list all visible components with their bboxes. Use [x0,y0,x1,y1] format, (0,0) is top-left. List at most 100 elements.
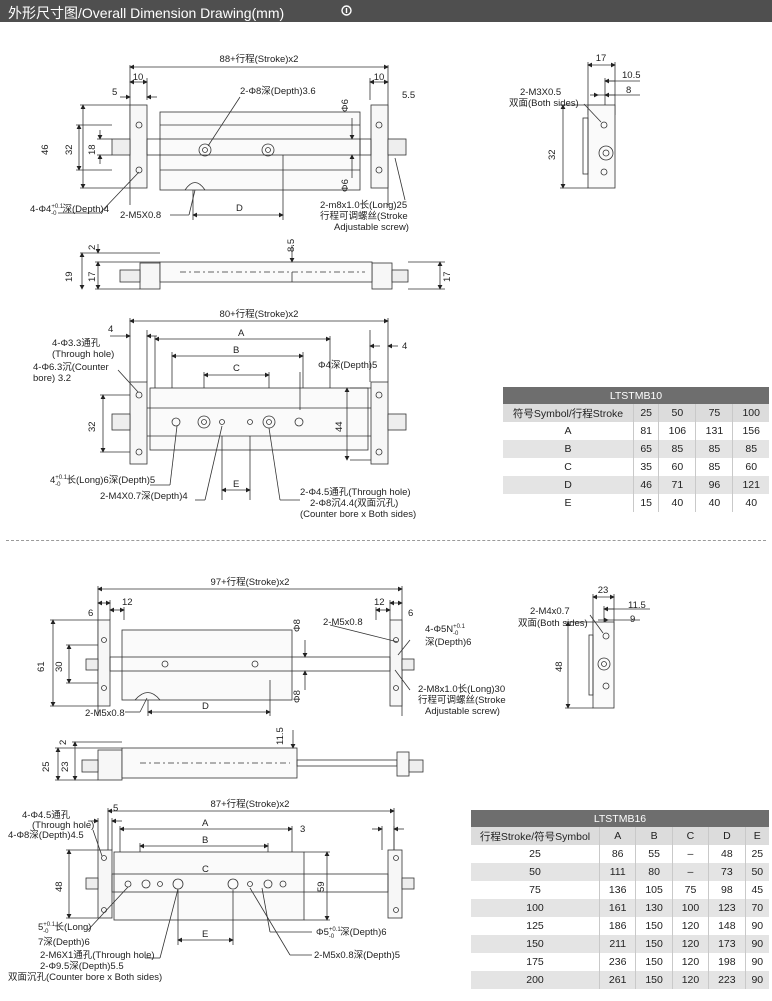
mb16-top-overall: 87+行程(Stroke)x2 [211,798,290,810]
table-cell: 236 [598,953,636,971]
table-cell: 161 [598,899,636,917]
table-cell: 106 [658,422,696,440]
mb10-screw-label-2: 行程可调螺丝(Stroke [320,210,408,222]
mb16-screw-label-3: Adjustable screw) [425,706,500,717]
mb16-end-both-label: 双面(Both sides) [518,618,588,629]
table-cell: 85 [732,440,769,458]
mb16-dim-D: D [202,701,209,712]
table-cell: 71 [658,476,696,494]
dimension-label: -0 [329,934,335,940]
table-cell: 98 [708,881,746,899]
table-cell: 40 [695,494,733,512]
mb16-side-dim-2: 2 [58,740,69,745]
table-cell: 35 [632,458,659,476]
mb10-counterbore-label-2: bore) 3.2 [33,373,71,384]
table-cell: 50 [471,863,600,881]
mb16-m5-top-label: 2-M5x0.8 [323,617,363,628]
mb16-through45-label-1: 4-Φ4.5通孔 [22,810,71,821]
mb10-phi4-label: Φ4深(Depth)5 [318,360,377,371]
dimension-label: +0.1 [329,927,342,933]
mb16-through45-label-2: (Through hole) [32,820,94,831]
mb16-dim-6b: 6 [408,608,413,619]
mb10-top-dim-E: E [233,479,239,490]
header-cell: B [635,827,673,845]
mb16-top-dim-B: B [202,835,208,846]
table-cell: 198 [708,953,746,971]
mb10-screw-label-1: 2-m8x1.0长(Long)25 [320,199,407,211]
table-cell: 75 [671,881,709,899]
dimension-label: 4 [50,475,55,486]
header-cell: D [708,827,746,845]
mb10-top-dim-44: 44 [334,421,345,432]
mb10-side-view [79,244,445,290]
table-cell: 120 [671,917,709,935]
table-cell: E [503,494,634,512]
mb10-phi6-top: Φ6 [340,99,351,112]
mb10-top-dim-32: 32 [87,421,98,432]
table-cell: 100 [471,899,600,917]
mb10-top-dim-C: C [233,363,240,374]
mb16-cb8-label: 4-Φ8深(Depth)4.5 [8,830,84,841]
table-cell: 150 [635,971,673,989]
mb16-top-dim-E: E [202,929,208,940]
table-cell: 131 [695,422,733,440]
mb16-dim-30: 30 [54,661,65,672]
table-cell: 40 [732,494,769,512]
mb16-end-dim-9: 9 [630,614,635,625]
table-cell: 60 [732,458,769,476]
mb10-side-dim-19: 19 [64,271,75,282]
mb16-end-m4-label: 2-M4x0.7 [530,606,570,617]
table-cell: 223 [708,971,746,989]
table-cell: 125 [471,917,600,935]
table-cell: 148 [708,917,746,935]
table-cell: 186 [598,917,636,935]
mb16-cb95en-label: 双面沉孔(Counter bore x Both sides) [8,972,162,983]
table-cell: 173 [708,935,746,953]
mb10-dim-18: 18 [87,144,98,155]
header-cell: 100 [732,404,769,422]
mb10-cb8en-label: (Counter bore x Both sides) [300,509,416,520]
table-cell: 60 [658,458,696,476]
table-cell: 111 [598,863,636,881]
table-cell: 120 [671,971,709,989]
table-cell: 40 [658,494,696,512]
table-cell: 15 [632,494,659,512]
table-header-row: 行程Stroke/符号Symbol A B C D E [471,827,769,845]
mb16-top-dim-5: 5 [113,803,118,814]
table-cell: 150 [635,917,673,935]
dimension-label: -0 [43,929,49,935]
table-header-row: 符号Symbol/行程Stroke 25 50 75 100 [503,404,769,422]
table-cell: 48 [708,845,746,863]
mb16-side-dim-23: 23 [60,761,71,772]
table-cell: 120 [671,935,709,953]
mb10-side-dim-17a: 17 [87,271,98,282]
dimension-label: 长(Long) [55,921,92,933]
table-caption: LTSTMB16 [471,810,769,827]
mb10-counterbore-label-1: 4-Φ6.3沉(Counter [33,362,109,373]
mb16-m6-label: 2-M6X1通孔(Through hole) [40,950,155,961]
header-cell: C [671,827,709,845]
mb16-top-dim-48: 48 [54,881,65,892]
mb10-top-dim-4a: 4 [108,324,113,335]
table-cell: 90 [744,953,769,971]
dimension-label: 5 [38,922,43,933]
table-caption: LTSTMB10 [503,387,769,404]
table-cell: 25 [471,845,600,863]
mb16-top-view [66,808,415,959]
mb16-m5-bottom-label: 2-M5x0.8 [85,708,125,719]
table-cell: 261 [598,971,636,989]
table-cell: 55 [635,845,673,863]
mb16-top-dim-C: C [202,864,209,875]
header-cell: 符号Symbol/行程Stroke [503,404,634,422]
table-cell: 96 [695,476,733,494]
dimension-label: +0.1 [43,922,56,928]
table-cell: C [503,458,634,476]
section-divider [6,540,766,541]
